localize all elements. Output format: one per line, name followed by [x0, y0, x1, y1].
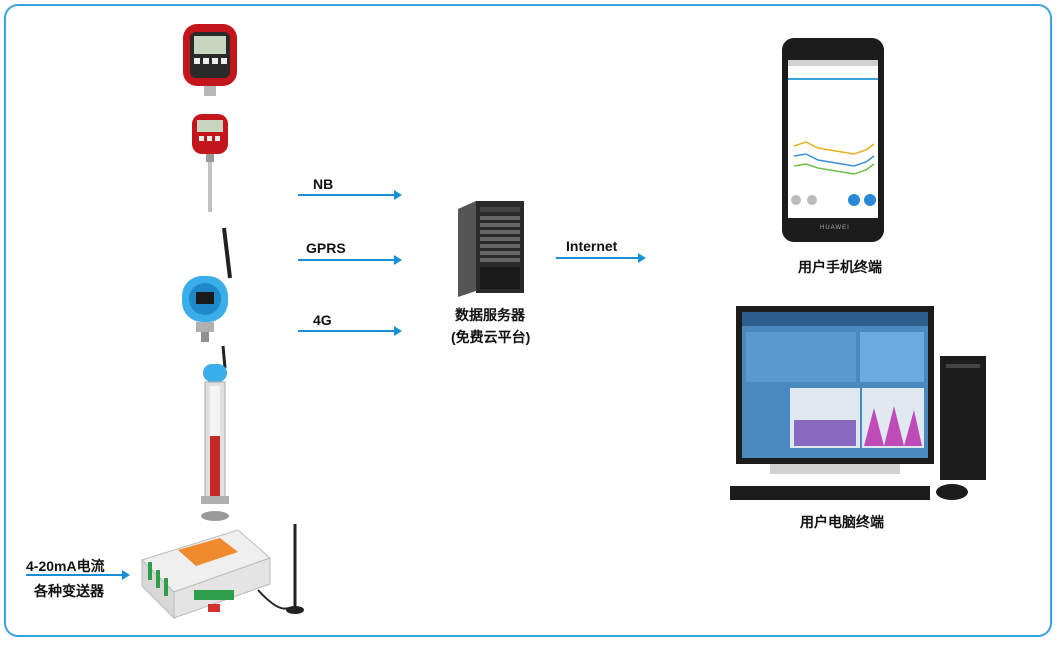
server-label: 数据服务器	[455, 307, 525, 323]
gprs-label: GPRS	[306, 240, 346, 256]
digital-thermometer-icon	[192, 114, 228, 212]
mobile-terminal-label: 用户手机终端	[798, 259, 882, 275]
magnetic-level-gauge-icon	[201, 345, 229, 521]
digital-pressure-gauge-icon	[183, 24, 237, 96]
mobile-brand-label: HUAWEI	[820, 225, 850, 231]
diagram-frame	[4, 4, 1052, 637]
internet-arrow	[556, 253, 646, 263]
wireless-pressure-transmitter-icon	[182, 227, 232, 342]
input-arrow	[26, 570, 130, 580]
input-transmitter-label: 各种变送器	[34, 583, 104, 599]
server-sublabel: (免费云平台)	[451, 329, 531, 345]
pc-terminal-label: 用户电脑终端	[800, 514, 884, 530]
data-server-icon	[458, 201, 524, 297]
4g-label: 4G	[313, 312, 332, 328]
gprs-arrow	[298, 255, 402, 265]
mobile-phone-icon	[782, 38, 884, 242]
4g-arrow	[298, 326, 402, 336]
input-current-label: 4-20mA电流	[26, 558, 105, 574]
rtu-acquisition-module-icon	[141, 524, 304, 620]
nb-label: NB	[313, 176, 334, 192]
internet-label: Internet	[566, 238, 618, 254]
desktop-pc-icon	[730, 306, 986, 500]
nb-arrow	[298, 190, 402, 200]
